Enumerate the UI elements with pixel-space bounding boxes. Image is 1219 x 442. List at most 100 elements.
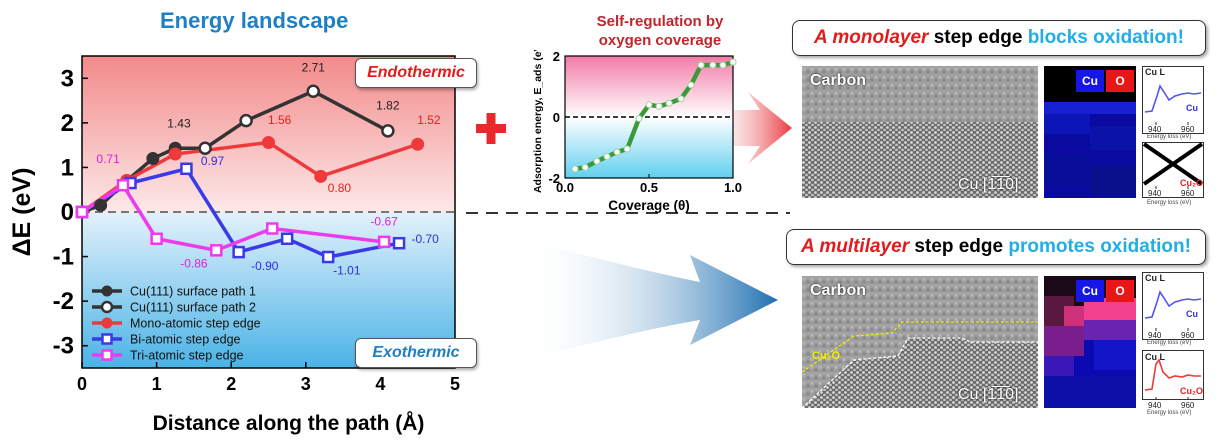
- y-tick-label: -1: [53, 244, 74, 271]
- monolayer-eels-spectrum-crossed: [1142, 142, 1204, 198]
- multilayer-cu2o-label: Cu₂O: [812, 350, 841, 362]
- blue-arrow-icon: [525, 240, 778, 360]
- x-tick-label: 2: [226, 374, 236, 394]
- exothermic-text: Exothermic: [372, 344, 460, 361]
- monolayer-zone-axis-label: Cu [1̅1̅0]: [958, 176, 1019, 193]
- monolayer-eels-spectrum-cu: [1142, 66, 1204, 134]
- x-tick-label: 1: [152, 374, 162, 394]
- inset-data-point: [655, 102, 663, 110]
- self-regulation-title-line1: Self-regulation by: [596, 13, 724, 30]
- multilayer-map-legend-cu: Cu: [1076, 280, 1104, 302]
- multilayer-zone-axis-label: Cu [1̅1̅0]: [958, 386, 1019, 403]
- inset-data-point: [687, 81, 695, 89]
- monolayer-tem-image: [802, 66, 1038, 198]
- data-point: [377, 235, 391, 249]
- eels-cu2o-title: Cu L: [1145, 352, 1165, 362]
- x-axis-label: Distance along the path (Å): [153, 411, 425, 435]
- self-regulation-title-line2: oxygen coverage: [598, 32, 722, 49]
- data-label: 0.71: [96, 152, 120, 166]
- inset-data-point: [697, 61, 705, 69]
- eels-mid-species: Cu: [1186, 309, 1198, 319]
- legend-marker: [101, 317, 113, 329]
- legend-marker: [101, 333, 113, 345]
- x-tick-label: 0: [77, 374, 87, 394]
- eels-cu2o-xlabel: Energy loss (eV): [1147, 410, 1192, 416]
- legend-label: Cu(111) surface path 1: [130, 285, 256, 299]
- inset-data-point: [635, 115, 643, 123]
- eels-mid-xtick-960: 960: [1181, 331, 1195, 340]
- data-point: [262, 135, 275, 149]
- inset-y-tick-label: 0: [553, 110, 560, 125]
- monolayer-prefix: A monolayer: [814, 27, 929, 48]
- data-label: 1.43: [167, 116, 191, 130]
- inset-data-point: [719, 61, 727, 69]
- data-point: [239, 113, 253, 128]
- multilayer-tem-image: [802, 276, 1038, 408]
- endothermic-label: Endothermic: [355, 58, 477, 88]
- series-line-4: [81, 182, 385, 253]
- eels-top-xlabel: Energy loss (eV): [1147, 134, 1192, 140]
- y-tick-label: 0: [61, 199, 74, 226]
- inset-y-axis-label: Adsorption energy, E_ads (eV): [532, 50, 544, 193]
- series-line-1: [204, 89, 389, 150]
- data-point: [411, 137, 425, 151]
- y-axis-label: ΔE (eV): [8, 168, 36, 257]
- data-point: [306, 84, 321, 98]
- data-point: [321, 250, 335, 264]
- multilayer-eels-spectrum-cu2o: [1142, 350, 1204, 400]
- multilayer-banner: A multilayer step edge promotes oxidatio…: [786, 229, 1206, 265]
- inset-y-tick-label: -2: [548, 171, 560, 186]
- y-tick-label: 1: [61, 154, 74, 181]
- monolayer-suffix: blocks oxidation!: [1027, 27, 1184, 48]
- data-point: [232, 245, 245, 259]
- eels-crossed-species: Cu₂O: [1180, 178, 1203, 188]
- multilayer-carbon-label: Carbon: [810, 282, 866, 299]
- data-label: -0.86: [180, 257, 208, 271]
- monolayer-banner: A monolayer step edge blocks oxidation!: [792, 20, 1206, 56]
- data-label: 1.56: [268, 113, 292, 127]
- endothermic-text: Endothermic: [367, 64, 465, 81]
- data-label: 0.80: [328, 181, 352, 195]
- inset-data-point: [665, 99, 673, 107]
- data-point: [116, 179, 130, 192]
- y-tick-label: 3: [61, 65, 74, 92]
- multilayer-map-legend-o: O: [1106, 280, 1134, 302]
- inset-data-point: [709, 61, 717, 69]
- x-tick-label: 3: [301, 374, 311, 394]
- y-tick-label: -3: [53, 333, 74, 360]
- inset-data-point: [581, 163, 589, 171]
- inset-data-point: [645, 101, 653, 109]
- data-point: [168, 147, 182, 161]
- data-point: [94, 198, 108, 212]
- eels-crossed-xtick-940: 940: [1148, 189, 1162, 198]
- data-label: 2.71: [302, 61, 326, 75]
- inset-x-tick-label: 0.5: [640, 180, 658, 195]
- data-point: [198, 141, 212, 156]
- eels-crossed-xtick-960: 960: [1181, 189, 1195, 198]
- inset-data-point: [729, 58, 737, 66]
- data-label: 1.52: [417, 113, 441, 127]
- inset-data-point: [677, 95, 685, 103]
- monolayer-middle: step edge: [928, 27, 1028, 48]
- exothermic-label: Exothermic: [355, 338, 477, 368]
- legend-marker: [101, 285, 113, 297]
- data-point: [381, 124, 395, 138]
- energy-landscape-title: Energy landscape: [160, 8, 349, 33]
- eels-mid-title: Cu L: [1145, 273, 1165, 283]
- data-point: [280, 232, 294, 245]
- eels-top-xtick-940: 940: [1148, 125, 1162, 134]
- legend-label: Cu(111) surface path 2: [130, 301, 256, 315]
- multilayer-prefix: A multilayer: [801, 236, 910, 257]
- data-label: -0.70: [411, 232, 439, 246]
- legend-label: Tri-atomic step edge: [130, 349, 244, 363]
- eels-mid-xtick-940: 940: [1148, 331, 1162, 340]
- data-point: [210, 244, 223, 257]
- eels-cu2o-xtick-940: 940: [1148, 401, 1162, 410]
- inset-data-point: [603, 153, 611, 161]
- legend-marker: [100, 300, 114, 314]
- inset-x-tick-label: 0.0: [556, 180, 574, 195]
- inset-data-point: [593, 157, 601, 165]
- data-point: [146, 152, 160, 166]
- monolayer-map-legend-o: O: [1106, 70, 1134, 92]
